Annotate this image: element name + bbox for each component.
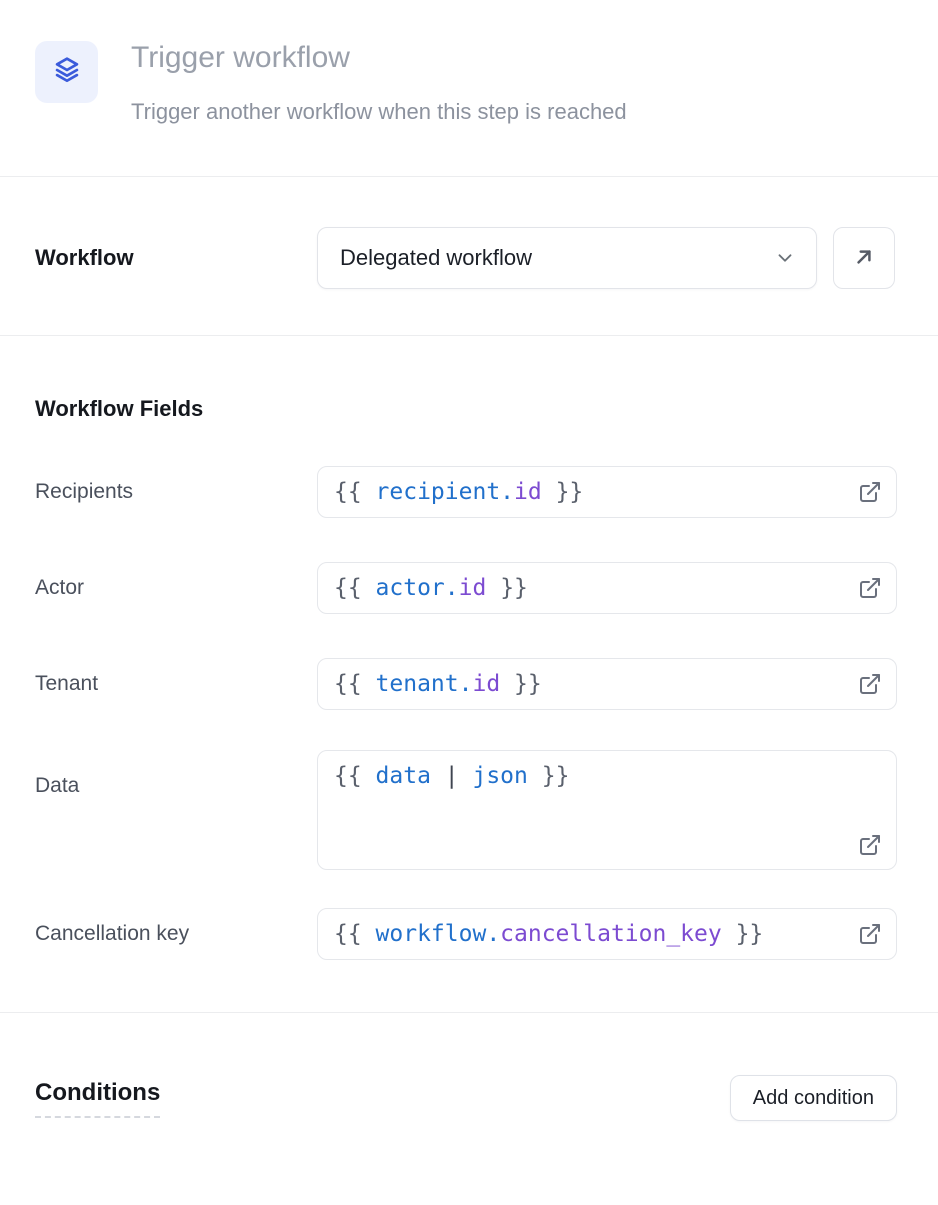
layers-icon: [50, 53, 84, 92]
arrow-up-right-icon: [851, 244, 877, 273]
field-label: Data: [35, 774, 80, 797]
code-token: id: [514, 479, 542, 505]
external-link-icon[interactable]: [858, 480, 882, 504]
code-token: {{: [334, 479, 376, 505]
tenant-input[interactable]: {{ tenant.id }}: [317, 658, 897, 710]
add-condition-button[interactable]: Add condition: [729, 1075, 897, 1121]
template-expression: {{ workflow.cancellation_key }}: [334, 921, 763, 947]
workflow-fields-heading: Workflow Fields: [35, 396, 204, 421]
step-icon-container: [35, 41, 98, 103]
external-link-icon[interactable]: [858, 833, 882, 857]
conditions-heading: Conditions: [35, 1079, 161, 1118]
field-row-cancellation-key: Cancellation key {{ workflow.cancellatio…: [35, 908, 897, 960]
code-token: actor.: [375, 575, 459, 601]
workflow-select-row: Workflow Delegated workflow: [35, 227, 897, 289]
divider: [0, 335, 938, 336]
field-row-tenant: Tenant {{ tenant.id }}: [35, 658, 897, 710]
external-link-icon[interactable]: [858, 576, 882, 600]
external-link-icon[interactable]: [858, 922, 882, 946]
code-token: }}: [721, 921, 764, 947]
template-expression: {{ tenant.id }}: [334, 671, 542, 697]
step-header: Trigger workflow Trigger another workflo…: [35, 41, 897, 125]
chevron-down-icon: [774, 247, 796, 269]
code-token: id: [458, 575, 487, 601]
external-link-icon[interactable]: [858, 672, 882, 696]
page-subtitle: Trigger another workflow when this step …: [131, 99, 627, 124]
workflow-label: Workflow: [35, 245, 134, 270]
recipients-input[interactable]: {{ recipient.id }}: [317, 466, 897, 518]
code-token: {{: [334, 671, 376, 697]
field-label: Cancellation key: [35, 922, 190, 945]
template-expression: {{ actor.id }}: [334, 575, 528, 601]
template-expression: {{ data | json }}: [334, 763, 569, 789]
field-row-data: Data {{ data | json }}: [35, 750, 897, 870]
workflow-selected-value: Delegated workflow: [340, 245, 532, 270]
code-token: }}: [500, 671, 542, 697]
field-row-recipients: Recipients {{ recipient.id }}: [35, 466, 897, 518]
divider: [0, 1012, 938, 1013]
code-token: {{: [334, 575, 376, 601]
template-expression: {{ recipient.id }}: [334, 479, 583, 505]
code-token: |: [430, 763, 473, 789]
code-token: recipient.: [375, 479, 515, 505]
code-token: }}: [527, 763, 570, 789]
code-token: workflow.: [375, 921, 501, 947]
code-token: id: [472, 671, 501, 697]
code-token: }}: [541, 479, 584, 505]
field-label: Recipients: [35, 480, 134, 503]
page-title[interactable]: Trigger workflow: [131, 41, 350, 74]
field-label: Actor: [35, 576, 85, 599]
code-token: {{: [334, 763, 376, 789]
field-row-actor: Actor {{ actor.id }}: [35, 562, 897, 614]
workflow-fields-section: Workflow Fields Recipients {{ recipient.…: [35, 396, 897, 960]
open-workflow-button[interactable]: [833, 227, 895, 289]
data-input[interactable]: {{ data | json }}: [317, 750, 897, 870]
actor-input[interactable]: {{ actor.id }}: [317, 562, 897, 614]
code-token: {{: [334, 921, 376, 947]
workflow-select[interactable]: Delegated workflow: [317, 227, 817, 289]
conditions-section: Conditions Add condition: [35, 1013, 897, 1121]
code-token: tenant.: [375, 671, 473, 697]
code-token: json: [472, 763, 528, 789]
code-token: cancellation_key: [500, 921, 722, 947]
divider: [0, 176, 938, 177]
field-label: Tenant: [35, 672, 99, 695]
code-token: data: [375, 763, 431, 789]
cancellation-key-input[interactable]: {{ workflow.cancellation_key }}: [317, 908, 897, 960]
code-token: }}: [486, 575, 528, 601]
